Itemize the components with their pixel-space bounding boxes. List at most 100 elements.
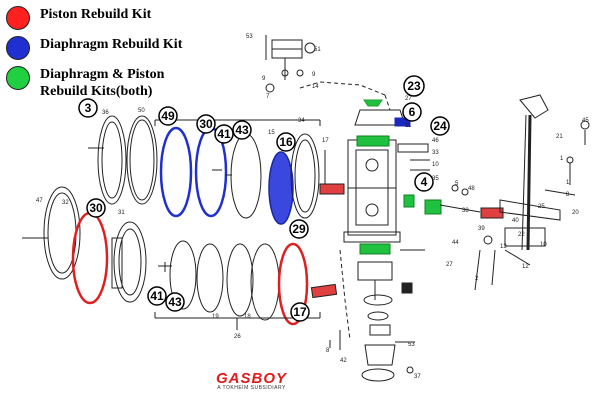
label-25: 25: [538, 204, 545, 210]
pump-body: [343, 99, 442, 255]
label-34: 34: [298, 118, 305, 124]
part-numbers: 53 51 9 9 14 7 36 50 15 34 17 27 11 46 3…: [36, 34, 589, 380]
label-48: 48: [468, 186, 475, 192]
label-8b: 8: [326, 348, 330, 354]
label-51: 51: [314, 47, 321, 53]
label-44: 44: [452, 240, 459, 246]
callout-23: 23: [407, 79, 421, 93]
legend-diaphragm: Diaphragm Rebuild Kit: [6, 36, 246, 60]
label-40: 40: [512, 218, 519, 224]
callout-16: 16: [279, 135, 293, 149]
legend-diaphragm-label: Diaphragm Rebuild Kit: [40, 37, 183, 52]
callout-24: 24: [433, 119, 447, 133]
red-dot-icon: [6, 6, 30, 30]
label-47: 47: [36, 198, 43, 204]
callout-numbers: 3 49 30 41 43 16 23 6 24 4 30 29 41 43 1…: [85, 79, 447, 319]
label-7: 7: [266, 94, 270, 100]
middle-rings: [212, 133, 320, 219]
label-1b: 1: [566, 180, 570, 186]
label-31: 31: [118, 210, 125, 216]
lower-stack: [329, 249, 415, 382]
callout-41: 41: [217, 127, 231, 141]
logo-subtitle: A TOKHEIM SUBSIDIARY: [217, 385, 286, 391]
label-27b: 27: [446, 262, 453, 268]
label-10: 10: [432, 162, 439, 168]
kit-legend: Piston Rebuild Kit Diaphragm Rebuild Kit…: [6, 6, 246, 106]
callout-49: 49: [161, 109, 175, 123]
label-33: 33: [432, 150, 439, 156]
callout-circle: [402, 102, 422, 122]
callout-circle: [403, 75, 425, 97]
callout-30-lower: 30: [89, 201, 103, 215]
label-50: 50: [138, 108, 145, 114]
label-32: 32: [62, 200, 69, 206]
gasboy-logo: GASBOY A TOKHEIM SUBSIDIARY: [216, 370, 287, 391]
piston-rods: [310, 150, 504, 299]
blue-dot-icon: [6, 36, 30, 60]
label-18: 18: [244, 314, 251, 320]
callout-circle: [276, 132, 296, 152]
label-42: 42: [340, 358, 347, 364]
legend-both: Diaphragm & Piston Rebuild Kits(both): [6, 66, 246, 100]
label-17: 17: [322, 138, 329, 144]
label-35: 35: [432, 176, 439, 182]
lever-assembly: [439, 94, 590, 291]
label-9: 9: [262, 76, 266, 82]
callout-29: 29: [292, 222, 306, 236]
callout-circle: [165, 292, 185, 312]
label-14: 14: [312, 84, 319, 90]
callout-circle: [158, 106, 178, 126]
legend-piston: Piston Rebuild Kit: [6, 6, 246, 30]
label-53: 53: [246, 34, 253, 40]
label-12: 12: [522, 264, 529, 270]
label-8: 8: [566, 192, 570, 198]
callout-3: 3: [85, 101, 92, 115]
callout-circle: [289, 219, 309, 239]
callout-circle: [147, 286, 167, 306]
label-15: 15: [268, 130, 275, 136]
callout-circle: [232, 120, 252, 140]
label-39: 39: [478, 226, 485, 232]
label-11: 11: [405, 123, 412, 129]
label-38: 38: [462, 208, 469, 214]
callout-circle: [290, 302, 310, 322]
label-5: 5: [455, 181, 459, 187]
callout-43: 43: [235, 123, 249, 137]
label-13: 13: [500, 244, 507, 250]
callout-41-lower: 41: [150, 289, 164, 303]
label-20: 20: [572, 210, 579, 216]
label-46: 46: [432, 138, 439, 144]
label-21: 21: [556, 134, 563, 140]
callout-circle: [430, 116, 450, 136]
label-53b: 53: [408, 342, 415, 348]
label-10b: 10: [540, 242, 547, 248]
legend-both-label: Diaphragm & Piston Rebuild Kits(both): [40, 67, 165, 99]
callout-30: 30: [199, 117, 213, 131]
callout-43-lower: 43: [168, 295, 182, 309]
green-dot-icon: [6, 66, 30, 90]
label-1: 1: [560, 156, 564, 162]
label-19: 19: [212, 314, 219, 320]
callouts: [78, 75, 450, 322]
callout-6: 6: [409, 105, 416, 119]
legend-piston-label: Piston Rebuild Kit: [40, 7, 152, 22]
label-22: 22: [518, 232, 525, 238]
label-9b: 9: [312, 72, 316, 78]
top-valve-assembly: [265, 35, 391, 111]
label-26: 26: [234, 334, 241, 340]
callout-circle: [214, 124, 234, 144]
callout-17: 17: [293, 305, 307, 319]
label-27: 27: [405, 96, 412, 102]
label-2: 2: [475, 276, 479, 282]
logo-name: GASBOY: [216, 370, 288, 387]
callout-circle: [86, 198, 106, 218]
callout-4: 4: [421, 175, 428, 189]
callout-circle: [414, 172, 434, 192]
callout-circle: [78, 98, 98, 118]
label-36: 36: [102, 110, 109, 116]
callout-circle: [196, 114, 216, 134]
label-45: 45: [582, 118, 589, 124]
label-37: 37: [414, 374, 421, 380]
